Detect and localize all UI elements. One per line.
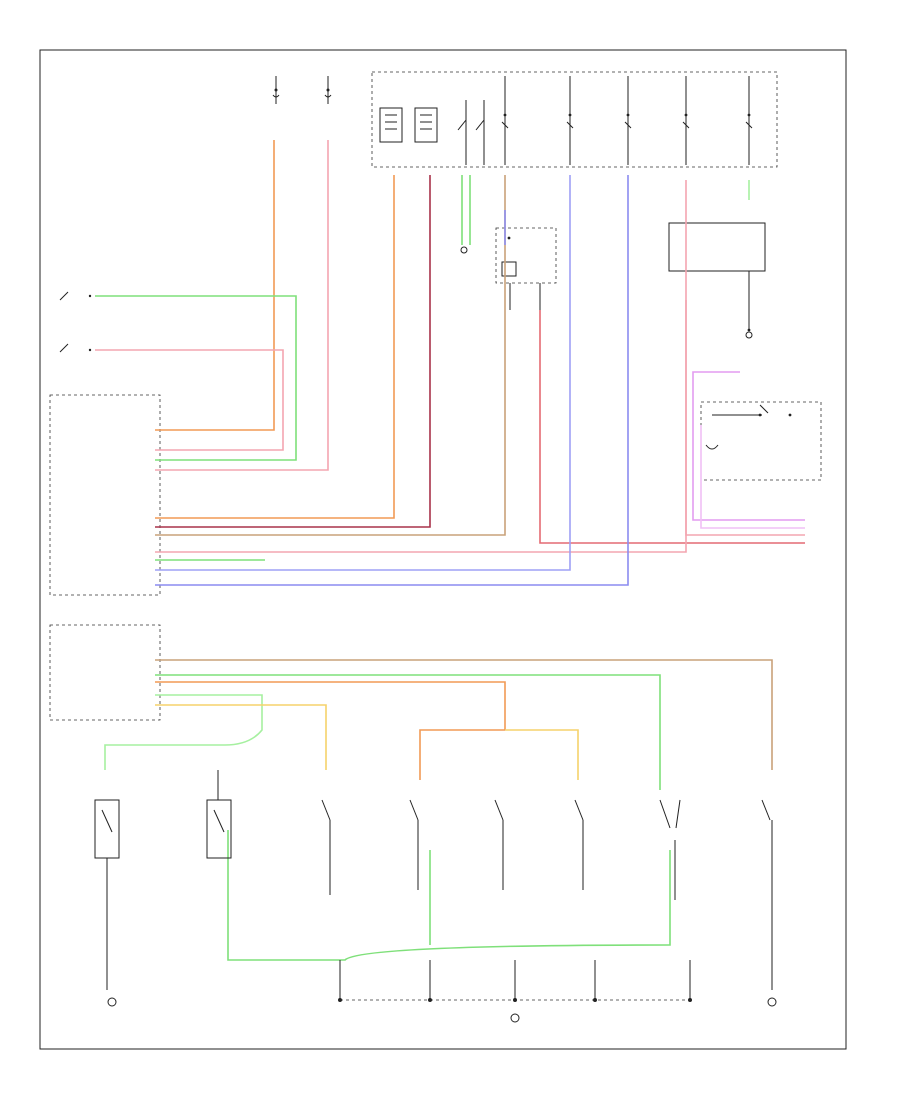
- ground-left: [107, 997, 117, 1007]
- ground-symbols: [107, 246, 777, 1023]
- left-connector-column: [49, 394, 161, 721]
- wire-green-headlamp: [95, 295, 297, 461]
- right-relay-area: [700, 401, 822, 481]
- wire-tan: [155, 175, 506, 536]
- power-distribution-block: [272, 71, 778, 168]
- fuse-block-outline: [371, 71, 778, 168]
- wire-red-long: [539, 310, 805, 544]
- ground-right: [767, 997, 777, 1007]
- wire-magenta: [692, 371, 805, 521]
- switch-box-2: [206, 799, 232, 859]
- ground-center: [510, 1013, 520, 1023]
- wire-darkred: [155, 175, 431, 528]
- wire-orange-2: [155, 175, 395, 519]
- right-module: [668, 222, 766, 332]
- wire-blue-3: [155, 175, 571, 571]
- relay-1: [379, 107, 403, 143]
- relay-2: [414, 107, 438, 143]
- wire-blue-2: [155, 175, 629, 586]
- ground-bus: [338, 960, 692, 1002]
- wire-tan-long: [155, 659, 773, 770]
- right-control-module: [668, 222, 766, 272]
- wire-harness: [95, 140, 805, 961]
- center-module: [495, 227, 557, 310]
- wire-green-lower: [155, 674, 661, 790]
- headlamp-switches: [59, 291, 92, 353]
- door-switches: [94, 770, 773, 990]
- twin-wire-fuse: [461, 175, 471, 245]
- wire-orange-lower: [155, 681, 506, 730]
- diagram-frame: [39, 49, 847, 1050]
- wire-green-ground-bus: [227, 830, 671, 961]
- switch-box-1: [94, 799, 120, 859]
- wire-yellow: [155, 704, 327, 770]
- wire-pink-headlamp: [95, 349, 284, 451]
- wire-lightgreen-lower: [104, 694, 263, 770]
- wire-red-long-2: [155, 180, 687, 553]
- wire-red-2: [155, 140, 329, 471]
- wire-orange-1: [155, 140, 275, 431]
- wire-orange-door: [419, 729, 505, 780]
